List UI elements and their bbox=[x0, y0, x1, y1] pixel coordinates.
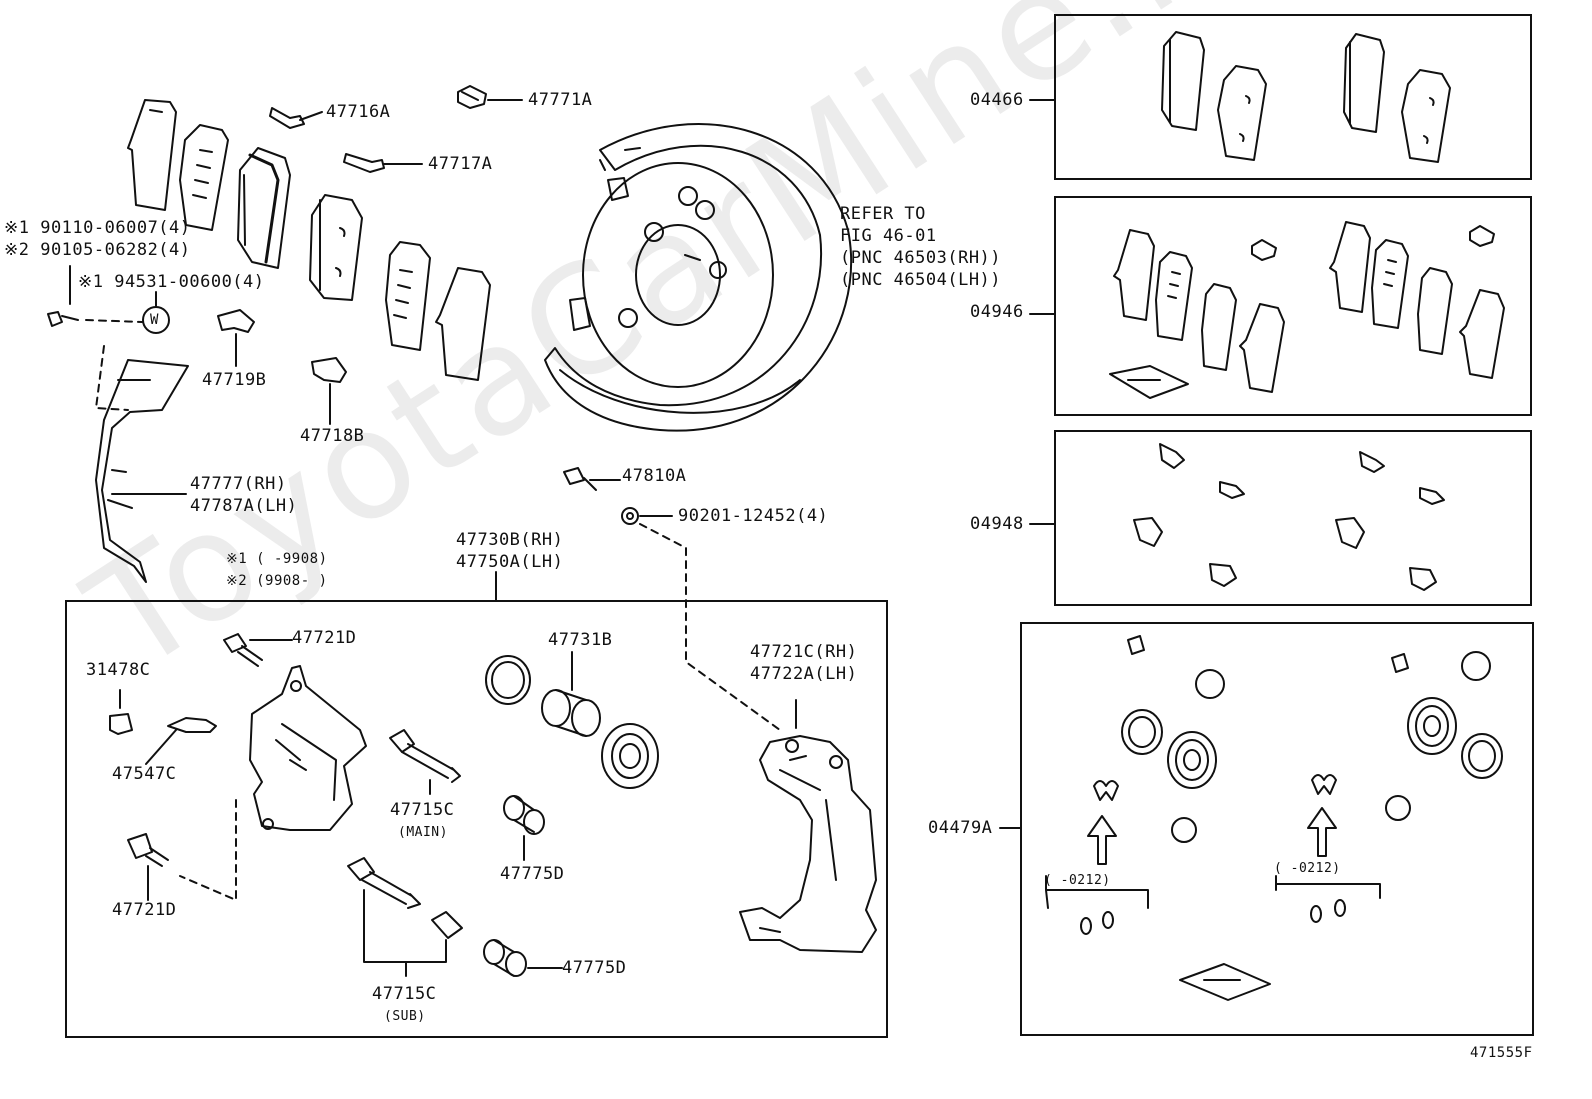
main-tag: (MAIN) bbox=[398, 825, 448, 840]
kit-label-04948: 04948 bbox=[970, 514, 1024, 534]
label-47775D-b: 47775D bbox=[562, 958, 627, 978]
nut-90201 bbox=[621, 507, 781, 731]
kit-box-04466 bbox=[1054, 14, 1532, 180]
label-47716A: 47716A bbox=[326, 102, 391, 122]
mounting-bracket-47721C bbox=[739, 699, 877, 953]
kit-box-04946 bbox=[1054, 196, 1532, 416]
kit-label-04479A: 04479A bbox=[928, 818, 993, 838]
backing-plate bbox=[544, 123, 853, 432]
kit-label-04466: 04466 bbox=[970, 90, 1024, 110]
range-note-2: ※2 (9908- ) bbox=[226, 573, 328, 589]
sub-tag: (SUB) bbox=[384, 1009, 426, 1024]
note-3-line: ※1 94531-00600(4) bbox=[78, 272, 265, 292]
note-1-line: ※1 90110-06007(4) bbox=[4, 218, 191, 238]
label-47721D-top: 47721D bbox=[292, 628, 357, 648]
dust-shield-47777 bbox=[95, 345, 189, 583]
kit-04946-art bbox=[1029, 221, 1505, 399]
brake-pad-shim-1 bbox=[127, 99, 177, 211]
refer-line-3: (PNC 46503(RH)) bbox=[840, 248, 1002, 268]
label-47777-rh: 47777(RH) bbox=[190, 474, 287, 494]
kit-04479A-art bbox=[999, 635, 1503, 1001]
kit-04466-art bbox=[1029, 31, 1451, 163]
label-47787A-lh: 47787A(LH) bbox=[190, 496, 298, 516]
diagram-id: 471555F bbox=[1470, 1045, 1533, 1061]
bolt-47721D-top bbox=[223, 633, 293, 667]
w-symbol: W bbox=[150, 312, 159, 328]
label-47810A: 47810A bbox=[622, 466, 687, 486]
label-47750A-lh: 47750A(LH) bbox=[456, 552, 564, 572]
bleeder-47547C bbox=[145, 717, 217, 765]
kit-04948-art bbox=[1029, 443, 1445, 591]
caliper-assembly-box bbox=[65, 600, 888, 1038]
refer-line-4: (PNC 46504(LH)) bbox=[840, 270, 1002, 290]
bushing-47775D-b bbox=[483, 939, 563, 977]
label-31478C: 31478C bbox=[86, 660, 151, 680]
label-47721D-bottom: 47721D bbox=[112, 900, 177, 920]
range-note-1: ※1 ( -9908) bbox=[226, 551, 328, 567]
label-47722A-lh: 47722A(LH) bbox=[750, 664, 858, 684]
brake-pad-shim-2 bbox=[179, 124, 229, 231]
clip-47719B bbox=[217, 309, 255, 367]
boot-cylinder bbox=[601, 723, 659, 789]
refer-line-2: FIG 46-01 bbox=[840, 226, 937, 246]
refer-line-1: REFER TO bbox=[840, 204, 926, 224]
kit-range-right: ( -0212) bbox=[1274, 861, 1341, 876]
clip-47716A bbox=[269, 107, 323, 129]
piston-47731B bbox=[541, 651, 601, 737]
label-47715C-main: 47715C bbox=[390, 800, 455, 820]
kit-range-left: ( -0212) bbox=[1044, 873, 1111, 888]
cap-31478C bbox=[109, 689, 133, 735]
label-47719B: 47719B bbox=[202, 370, 267, 390]
brake-pad-shim-4 bbox=[435, 267, 491, 381]
label-47718B: 47718B bbox=[300, 426, 365, 446]
clip-47718B bbox=[311, 357, 347, 425]
bolt-90110 bbox=[47, 265, 170, 334]
label-47771A: 47771A bbox=[528, 90, 593, 110]
label-47775D-a: 47775D bbox=[500, 864, 565, 884]
clip-47717A bbox=[343, 153, 423, 173]
note-2-line: ※2 90105-06282(4) bbox=[4, 240, 191, 260]
seal-47730B bbox=[485, 655, 531, 705]
label-47717A: 47717A bbox=[428, 154, 493, 174]
kit-box-04479A bbox=[1020, 622, 1534, 1036]
kit-box-04948 bbox=[1054, 430, 1532, 606]
bleeder-47810A bbox=[563, 467, 621, 491]
clip-47771A bbox=[457, 85, 523, 109]
brake-pad-inner bbox=[237, 147, 291, 269]
label-47721C-rh: 47721C(RH) bbox=[750, 642, 858, 662]
kit-label-04946: 04946 bbox=[970, 302, 1024, 322]
label-47715C-sub: 47715C bbox=[372, 984, 437, 1004]
brake-pad-outer bbox=[309, 194, 363, 301]
caliper-cylinder bbox=[179, 665, 367, 901]
bushing-47775D-a bbox=[503, 795, 545, 861]
label-47731B: 47731B bbox=[548, 630, 613, 650]
brake-pad-shim-3 bbox=[385, 241, 431, 351]
pin-47715C-sub bbox=[347, 857, 463, 977]
label-90201: 90201-12452(4) bbox=[678, 506, 829, 526]
label-47547C: 47547C bbox=[112, 764, 177, 784]
bolt-47721D-bottom bbox=[127, 833, 169, 901]
label-47730B-rh: 47730B(RH) bbox=[456, 530, 564, 550]
pin-47715C-main bbox=[389, 729, 461, 795]
